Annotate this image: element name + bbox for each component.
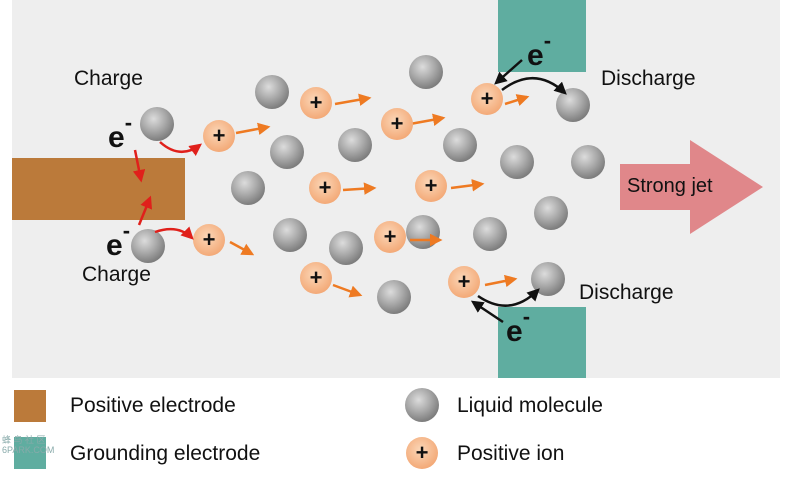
electron-arrow	[494, 59, 523, 85]
electron-flow-arrow	[137, 195, 153, 226]
liquid-molecule	[131, 229, 165, 263]
svg-text:+: +	[391, 111, 404, 136]
svg-text:+: +	[319, 175, 332, 200]
discharge-label-top: Discharge	[601, 67, 696, 90]
ion-arrow	[342, 182, 377, 195]
liquid-molecule	[409, 55, 443, 89]
ion-arrow	[484, 274, 518, 288]
svg-text:+: +	[213, 123, 226, 148]
svg-text:+: +	[416, 440, 429, 465]
legend-positive-ion-label: Positive ion	[457, 442, 565, 465]
svg-text:+: +	[458, 269, 471, 294]
svg-text:+: +	[203, 227, 216, 252]
positive-ion: +	[193, 224, 225, 256]
svg-text:+: +	[384, 224, 397, 249]
positive-ion: +	[448, 266, 480, 298]
liquid-molecules	[131, 55, 605, 314]
electron-label: e-	[108, 110, 133, 154]
liquid-molecule	[571, 145, 605, 179]
watermark-line2: 6PARK.COM	[2, 445, 55, 455]
ion-arrow	[334, 93, 372, 106]
charge-label-top: Charge	[74, 67, 143, 90]
discharge-arrow	[477, 288, 540, 307]
liquid-molecule	[231, 171, 265, 205]
charge-transfer-arrow	[159, 141, 203, 156]
charge-transfer-arrow	[154, 226, 194, 240]
liquid-molecule	[500, 145, 534, 179]
ion-motion-arrows	[229, 93, 530, 298]
positive-ions: + + + + + + + + + +	[193, 83, 503, 298]
electron-label: e-	[527, 28, 552, 72]
svg-text:+: +	[481, 86, 494, 111]
discharge-label-bottom: Discharge	[579, 281, 674, 304]
positive-ion: +	[203, 120, 235, 152]
strong-jet-arrow	[620, 140, 763, 234]
electron-flow-arrow	[132, 149, 146, 183]
svg-text:+: +	[425, 173, 438, 198]
liquid-molecule	[443, 128, 477, 162]
legend-liquid-molecule-symbol	[405, 388, 439, 422]
ion-arrow	[332, 283, 363, 298]
ion-arrow	[450, 179, 485, 192]
liquid-molecule	[531, 262, 565, 296]
liquid-molecule	[534, 196, 568, 230]
liquid-molecule	[338, 128, 372, 162]
liquid-molecule	[473, 217, 507, 251]
discharge-arrows	[470, 59, 567, 324]
positive-ion: +	[374, 221, 406, 253]
legend-liquid-molecule-label: Liquid molecule	[457, 394, 603, 417]
legend-grounding-electrode-label: Grounding electrode	[70, 442, 261, 465]
svg-text:+: +	[310, 265, 323, 290]
discharge-arrow	[501, 76, 567, 95]
positive-ion: +	[300, 262, 332, 294]
liquid-molecule	[255, 75, 289, 109]
positive-ion: +	[415, 170, 447, 202]
positive-ion: +	[381, 108, 413, 140]
charge-arrows	[132, 141, 203, 240]
legend-grounding-electrode-swatch	[14, 437, 46, 469]
positive-ion: +	[309, 172, 341, 204]
liquid-molecule	[377, 280, 411, 314]
legend-positive-ion-symbol: +	[406, 437, 438, 469]
electron-label: e-	[106, 218, 131, 262]
positive-ion: +	[300, 87, 332, 119]
grounding-electrode-bottom	[498, 307, 586, 378]
liquid-molecule	[140, 107, 174, 141]
ion-arrow	[229, 240, 255, 256]
charge-label-bottom: Charge	[82, 263, 151, 286]
liquid-molecule	[329, 231, 363, 265]
electron-arrow	[470, 300, 504, 324]
legend-positive-electrode-swatch	[14, 390, 46, 422]
positive-ion: +	[471, 83, 503, 115]
liquid-molecule	[270, 135, 304, 169]
liquid-molecule	[556, 88, 590, 122]
ion-arrow	[504, 94, 530, 106]
strong-jet-label: Strong jet	[627, 175, 713, 197]
liquid-molecule	[273, 218, 307, 252]
legend-positive-electrode-label: Positive electrode	[70, 394, 236, 417]
ion-arrow	[409, 113, 446, 126]
grounding-electrode-top	[498, 0, 586, 72]
svg-text:+: +	[310, 90, 323, 115]
positive-electrode	[12, 158, 185, 220]
electron-label: e-	[506, 304, 531, 348]
ion-arrow	[235, 122, 271, 135]
watermark-line1: 蜂 鸟 社 区	[2, 435, 46, 445]
liquid-molecule	[406, 215, 440, 249]
